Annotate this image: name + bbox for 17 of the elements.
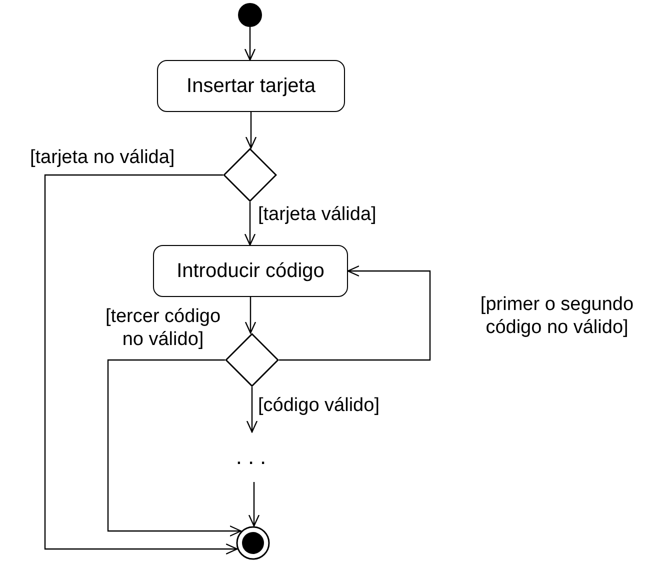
arrow <box>244 202 256 246</box>
guard-label: [tarjeta no válida] <box>30 146 176 169</box>
arrow <box>245 112 257 149</box>
guard-label: [código válido] <box>258 394 380 417</box>
guard-label: [tercer código no válido] <box>104 305 222 351</box>
continuation-dots: ... <box>225 432 283 482</box>
arrow <box>244 297 256 334</box>
arrow <box>244 27 256 61</box>
guard-label: [tarjeta válida] <box>258 203 378 226</box>
arrow <box>107 359 242 537</box>
action-box: Insertar tarjeta <box>157 60 345 112</box>
arrow <box>44 174 238 555</box>
arrow <box>279 265 431 361</box>
arrow <box>246 387 258 433</box>
action-box: Introducir código <box>153 245 348 297</box>
arrow <box>248 482 260 527</box>
guard-label: [primer o segundo código no válido] <box>479 293 635 339</box>
